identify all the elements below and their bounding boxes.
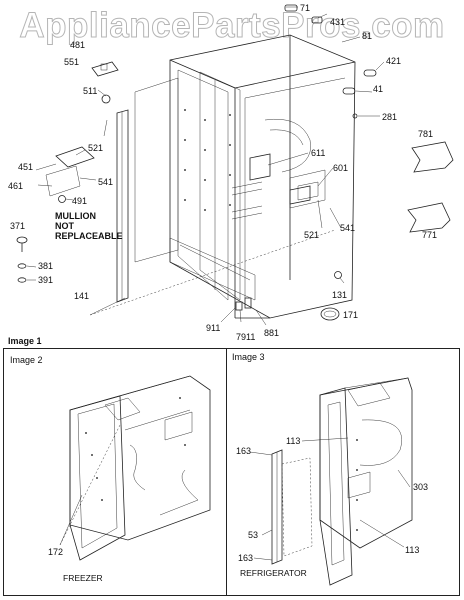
callout-451: 451 xyxy=(18,162,34,172)
callout-421: 421 xyxy=(386,56,402,66)
callout-81: 81 xyxy=(362,31,373,41)
callout-521-right: 521 xyxy=(304,230,320,240)
image3-frame xyxy=(226,348,460,596)
callout-381: 381 xyxy=(38,261,54,271)
callout-141: 141 xyxy=(74,291,90,301)
callout-551: 551 xyxy=(64,57,80,67)
callout-521-left: 521 xyxy=(88,143,104,153)
callout-131: 131 xyxy=(332,290,348,300)
callout-303: 303 xyxy=(413,482,429,492)
callout-511: 511 xyxy=(83,86,98,96)
callout-781: 781 xyxy=(418,129,434,139)
callout-611: 611 xyxy=(311,148,326,158)
callout-113-top: 113 xyxy=(286,436,301,446)
callout-431: 431 xyxy=(330,17,346,27)
mullion-note: MULLION NOT REPLACEABLE xyxy=(55,211,123,241)
image1-title: Image 1 xyxy=(8,336,42,346)
callout-371: 371 xyxy=(10,221,26,231)
callout-163-bottom: 163 xyxy=(238,553,254,563)
mullion-note-line2: NOT xyxy=(55,221,74,231)
callout-601: 601 xyxy=(333,163,349,173)
callout-171: 171 xyxy=(343,310,359,320)
callout-281: 281 xyxy=(382,112,398,122)
callout-881: 881 xyxy=(264,328,280,338)
image2-frame xyxy=(3,348,227,596)
callout-461: 461 xyxy=(8,181,24,191)
mullion-note-line1: MULLION xyxy=(55,211,96,221)
image3-title: Image 3 xyxy=(232,352,265,362)
callout-7911: 7911 xyxy=(236,332,256,342)
callout-71: 71 xyxy=(300,3,311,13)
callout-541-right: 541 xyxy=(340,223,356,233)
callout-163-top: 163 xyxy=(236,446,252,456)
callout-41: 41 xyxy=(373,84,384,94)
callout-911: 911 xyxy=(206,323,221,333)
refrigerator-caption: REFRIGERATOR xyxy=(240,568,307,578)
callout-771: 771 xyxy=(422,230,438,240)
callout-172: 172 xyxy=(48,547,64,557)
mullion-note-line3: REPLACEABLE xyxy=(55,231,123,241)
callout-481: 481 xyxy=(70,40,86,50)
callout-53: 53 xyxy=(248,530,259,540)
callout-491: 491 xyxy=(72,196,88,206)
image2-title: Image 2 xyxy=(10,355,43,365)
callout-391: 391 xyxy=(38,275,54,285)
callout-541-left: 541 xyxy=(98,177,114,187)
callout-113-bottom: 113 xyxy=(405,545,420,555)
freezer-caption: FREEZER xyxy=(63,573,103,583)
